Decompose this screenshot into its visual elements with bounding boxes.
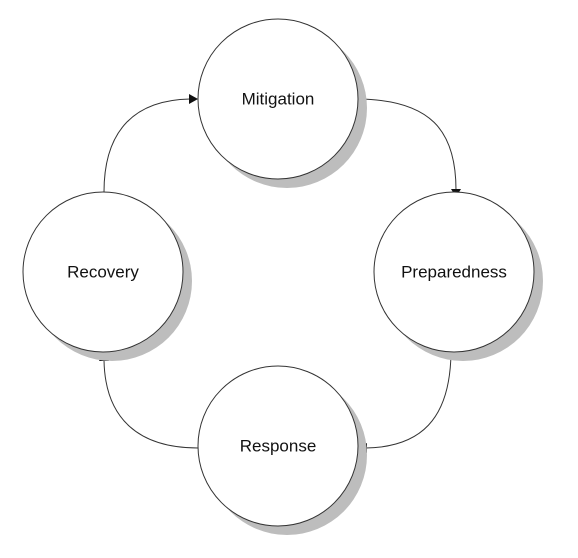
node-preparedness: Preparedness — [373, 191, 543, 361]
node-circle — [373, 191, 535, 353]
node-circle — [22, 191, 184, 353]
node-label-recovery: Recovery — [67, 262, 139, 281]
node-response: Response — [197, 365, 367, 535]
edge-recovery-to-mitigation — [103, 98, 191, 193]
node-label-preparedness: Preparedness — [401, 262, 507, 281]
node-recovery: Recovery — [22, 191, 192, 361]
arrowhead-mitigation — [189, 94, 198, 104]
node-circle — [197, 18, 359, 180]
node-circle — [197, 365, 359, 527]
node-mitigation: Mitigation — [197, 18, 367, 188]
node-label-response: Response — [240, 436, 317, 455]
node-label-mitigation: Mitigation — [242, 89, 315, 108]
edge-preparedness-to-response — [365, 352, 452, 449]
edge-mitigation-to-preparedness — [358, 98, 457, 191]
edge-response-to-recovery — [103, 359, 199, 449]
